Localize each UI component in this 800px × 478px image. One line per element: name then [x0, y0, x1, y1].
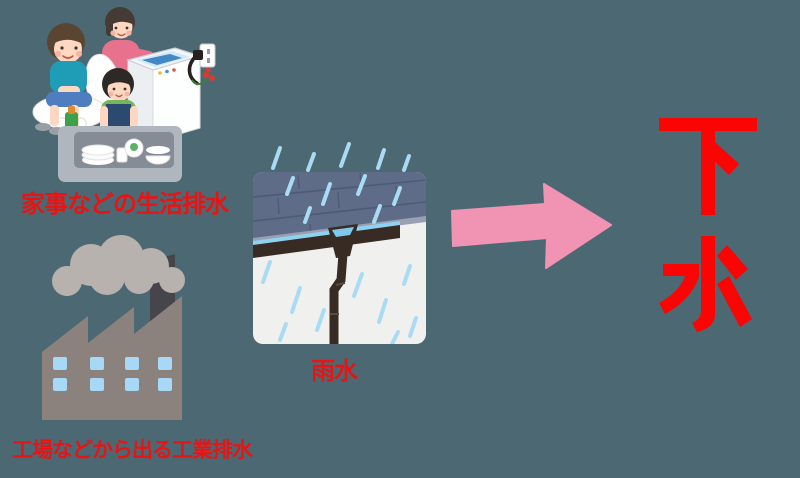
household-chores-illustration	[32, 7, 216, 182]
rain-roof-illustration	[253, 142, 426, 344]
kanji-shita	[659, 118, 757, 215]
rain-gutter	[253, 216, 426, 258]
factory-windows	[53, 357, 172, 391]
caption-rainwater: 雨水	[311, 358, 358, 385]
right-arrow-icon	[451, 183, 612, 269]
power-outlet	[187, 43, 216, 86]
factory-building	[42, 296, 182, 420]
smoke-cloud	[52, 235, 185, 296]
kitchen-sink	[58, 106, 182, 182]
result-sewage-title	[659, 118, 757, 332]
arrow-shape	[451, 183, 612, 269]
downspout-pipe	[329, 253, 348, 344]
factory-illustration	[42, 235, 185, 420]
rain-streaks-inside	[261, 174, 418, 344]
rain-streaks-outside	[271, 142, 411, 172]
caption-industrial-wastewater: 工場などから出る工業排水	[12, 439, 253, 462]
caption-domestic-wastewater: 家事などの生活排水	[21, 191, 229, 218]
kanji-mizu	[659, 236, 752, 332]
